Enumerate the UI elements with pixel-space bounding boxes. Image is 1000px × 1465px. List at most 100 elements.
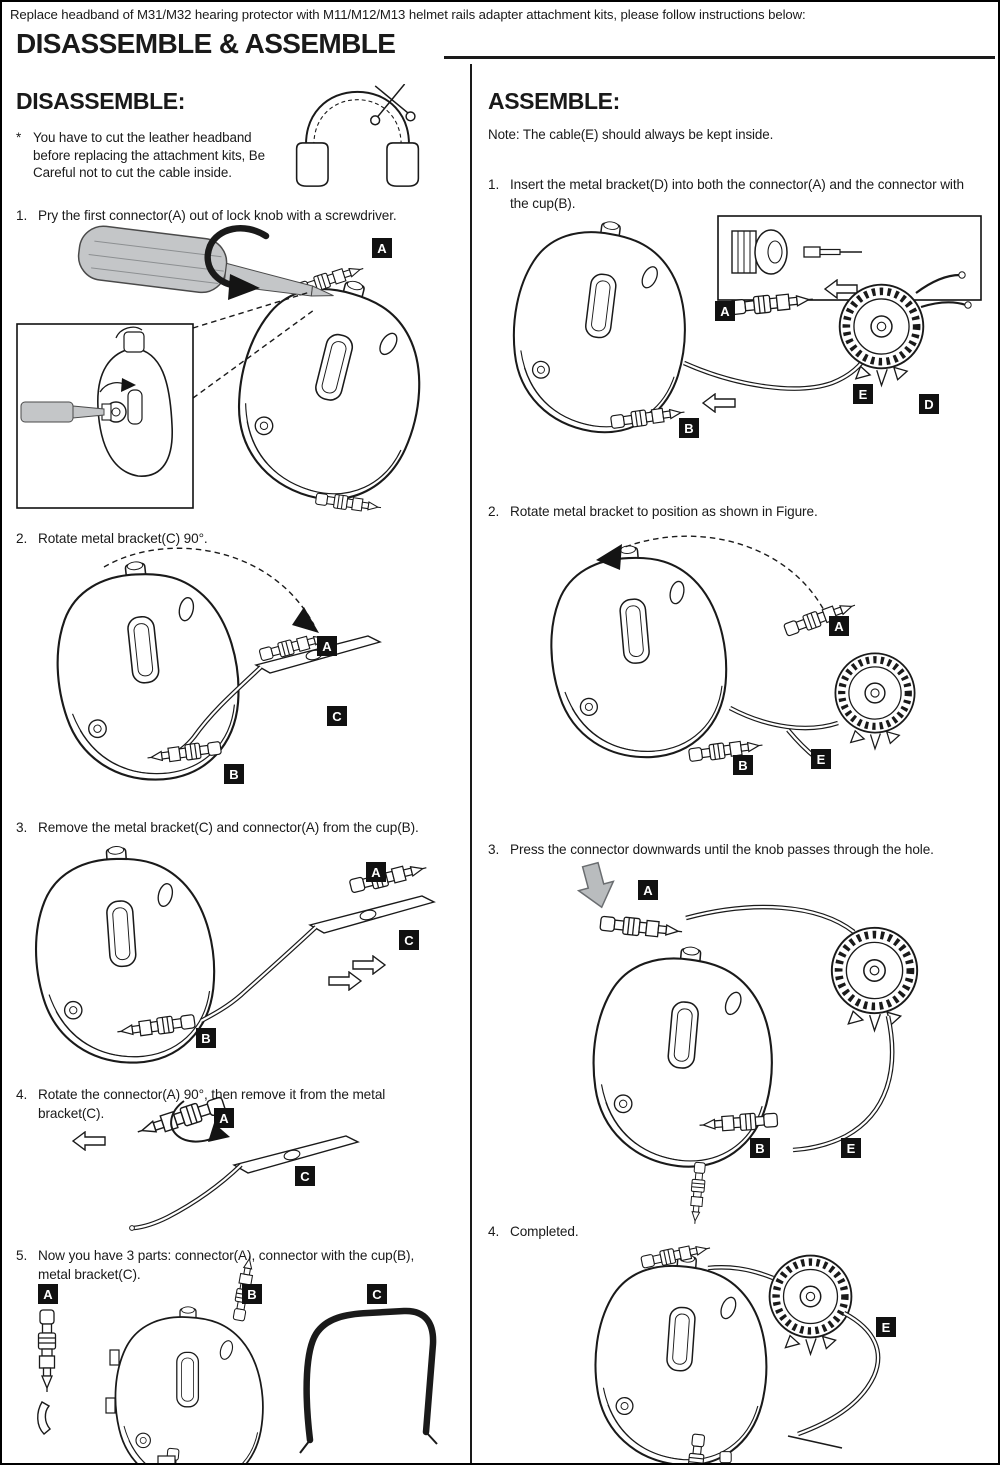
step-number: 4. (488, 1224, 500, 1239)
step-item: 5. Now you have 3 parts: connector(A), c… (16, 1246, 436, 1284)
step-text: Rotate the connector(A) 90°, then remove… (38, 1087, 386, 1122)
part-label-a: A (214, 1108, 234, 1128)
disassemble-step4-figure (72, 1094, 359, 1231)
step-item: 4. Completed. (488, 1222, 984, 1241)
step-text: Rotate metal bracket(C) 90°. (38, 531, 208, 546)
headset-scissors-illustration (295, 84, 420, 188)
note-marker: * (16, 130, 22, 145)
part-label-e: E (811, 749, 831, 769)
disassemble-step5-figure (37, 1253, 438, 1463)
direction-arrow-icon (328, 971, 362, 991)
step-item: 2. Rotate metal bracket(C) 90°. (16, 529, 451, 548)
direction-arrow-icon (72, 1131, 106, 1151)
assemble-step3-figure (572, 859, 996, 1225)
metal-bracket-drawing (309, 895, 435, 934)
press-arrow-icon (572, 859, 620, 913)
part-label-c: C (399, 930, 419, 950)
part-label-c: C (367, 1284, 387, 1304)
step-text: Rotate metal bracket to position as show… (510, 504, 818, 519)
step-number: 2. (488, 504, 500, 519)
rotation-arrow-icon (596, 535, 827, 615)
earcup-drawing (587, 1247, 776, 1463)
rail-adapter-wheel (835, 653, 914, 748)
step-number: 4. (16, 1087, 28, 1102)
step-item: 2. Rotate metal bracket to position as s… (488, 502, 984, 521)
step-number: 2. (16, 531, 28, 546)
disassemble-step3-figure (27, 839, 435, 1071)
clip-drawing (105, 1397, 116, 1414)
clip-drawing (157, 1455, 176, 1463)
earcup-drawing (114, 1306, 264, 1463)
column-divider (470, 64, 472, 1463)
screwdriver-icon (20, 401, 74, 423)
earcup-drawing (541, 537, 735, 767)
part-label-a: A (366, 862, 386, 882)
part-label-a: A (829, 616, 849, 636)
part-label-c: C (327, 706, 347, 726)
step-text: Insert the metal bracket(D) into both th… (510, 177, 964, 212)
part-label-b: B (750, 1138, 770, 1158)
rotation-arrow-icon (170, 1100, 230, 1143)
connector-drawing (37, 1309, 57, 1392)
part-label-b: B (679, 418, 699, 438)
part-label-a: A (317, 636, 337, 656)
assemble-step1-figure (501, 210, 982, 443)
disassemble-heading: DISASSEMBLE: (16, 88, 185, 114)
assemble-step4-figure (587, 1240, 881, 1463)
disassemble-step2-figure (46, 547, 381, 791)
step-item: 3. Press the connector downwards until t… (488, 840, 984, 859)
part-label-b: B (224, 764, 244, 784)
page-title: DISASSEMBLE & ASSEMBLE (16, 28, 396, 59)
direction-arrow-icon (352, 955, 386, 975)
part-label-d: D (919, 394, 939, 414)
metal-bracket-drawing (299, 1307, 438, 1454)
rail-adapter-wheel (770, 1256, 852, 1355)
step-item: 3. Remove the metal bracket(C) and conne… (16, 818, 451, 837)
step-text: Pry the first connector(A) out of lock k… (38, 208, 397, 223)
connector-drawing (599, 914, 684, 941)
connector-drawing (687, 1161, 707, 1225)
step-item: 4. Rotate the connector(A) 90°, then rem… (16, 1085, 451, 1123)
part-label-b: B (733, 755, 753, 775)
connector-drawing (718, 1451, 733, 1463)
step-number: 1. (488, 177, 500, 192)
step-item: 1. Pry the first connector(A) out of loc… (16, 206, 451, 225)
assemble-heading: ASSEMBLE: (488, 88, 620, 114)
part-label-a: A (38, 1284, 58, 1304)
part-label-c: C (295, 1166, 315, 1186)
bracket-prongs-drawing (915, 271, 972, 309)
rail-adapter-wheel (832, 928, 917, 1031)
intro-text: Replace headband of M31/M32 hearing prot… (10, 7, 806, 22)
rotation-arrow-icon (103, 547, 319, 633)
step-text: Press the connector downwards until the … (510, 842, 934, 857)
assemble-note: Note: The cable(E) should always be kept… (488, 127, 774, 142)
disassemble-note: You have to cut the leather headband bef… (33, 130, 265, 181)
part-label-a: A (715, 301, 735, 321)
step-text: Now you have 3 parts: connector(A), conn… (38, 1248, 415, 1283)
detail-inset (16, 323, 194, 509)
earcup-drawing (501, 210, 699, 443)
disassemble-step1-figure (16, 225, 446, 518)
title-rule (444, 56, 995, 59)
clip-drawing (109, 1349, 120, 1366)
part-label-e: E (876, 1317, 896, 1337)
step-number: 3. (16, 820, 28, 835)
earcup-drawing (216, 259, 446, 518)
connector-drawing (348, 859, 429, 895)
step-number: 3. (488, 842, 500, 857)
scissors-icon (295, 84, 420, 188)
screwdriver-icon (77, 225, 334, 297)
part-label-e: E (853, 384, 873, 404)
step-number: 5. (16, 1248, 28, 1263)
step-text: Remove the metal bracket(C) and connecto… (38, 820, 419, 835)
direction-arrow-icon (702, 393, 736, 413)
clip-drawing (37, 1401, 51, 1435)
rotation-arrow-icon (204, 225, 270, 300)
step-number: 1. (16, 208, 28, 223)
step-item: 1. Insert the metal bracket(D) into both… (488, 175, 984, 213)
part-label-b: B (196, 1028, 216, 1048)
part-label-a: A (372, 238, 392, 258)
part-label-a: A (638, 880, 658, 900)
earcup-drawing (27, 839, 222, 1071)
